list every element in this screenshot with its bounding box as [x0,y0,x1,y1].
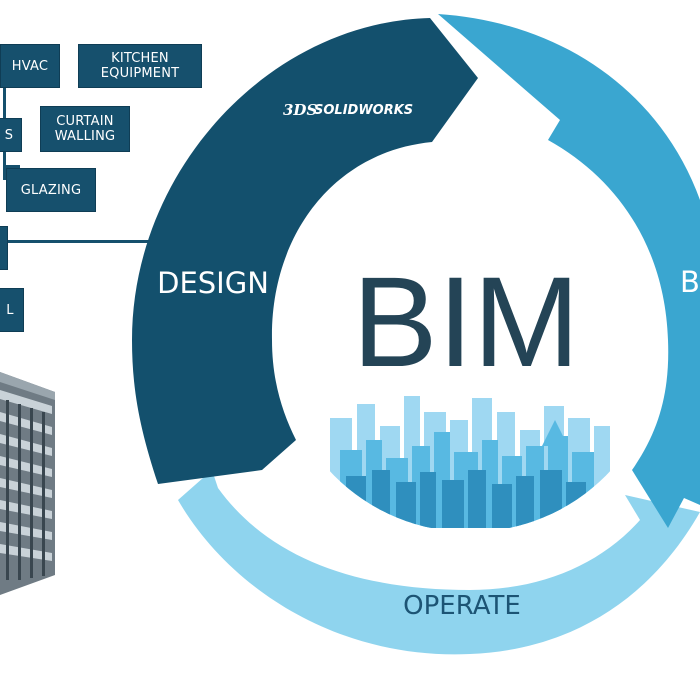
glazing-box: GLAZING [6,168,96,212]
connector-lines [0,88,150,243]
curtain-walling-box: CURTAIN WALLING [40,106,130,152]
building-image [0,372,55,595]
build-arc [438,14,700,528]
operate-arc [178,470,700,655]
design-label: DESIGN [157,266,269,300]
partial-left-box-l: L [0,288,24,332]
build-label: B [680,265,700,299]
hvac-box: HVAC [0,44,60,88]
bim-title: BIM [352,251,580,394]
partial-left-box-s: S [0,118,22,152]
ds-logo-mark: 3DS [283,101,317,119]
kitchen-equipment-box: KITCHEN EQUIPMENT [78,44,202,88]
operate-label: OPERATE [403,591,521,621]
solidworks-wordmark: SOLIDWORKS [314,103,413,118]
solidworks-logo: 3DS SOLIDWORKS [283,101,413,119]
design-arc [132,18,478,484]
partial-left-box [0,226,8,270]
